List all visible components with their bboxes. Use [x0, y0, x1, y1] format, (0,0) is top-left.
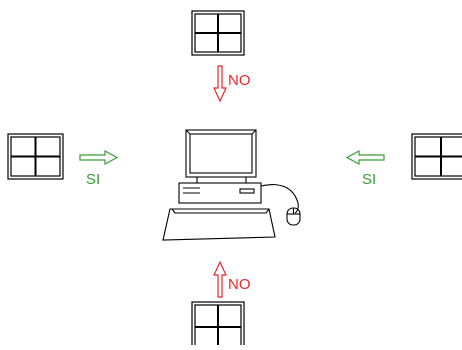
label-right-si: SI [362, 172, 376, 187]
window-right-icon [412, 134, 462, 179]
mouse-icon [287, 208, 300, 225]
keyboard-icon [163, 209, 275, 240]
arrow-left-right-icon [347, 151, 384, 164]
label-bottom-no: NO [228, 277, 251, 292]
cpu-case-icon [179, 183, 261, 203]
window-bottom-icon [192, 302, 244, 345]
label-left-si: SI [86, 172, 100, 187]
monitor-icon [186, 130, 256, 177]
arrow-right-left-icon [80, 151, 117, 164]
window-top-icon [192, 11, 244, 55]
label-top-no: NO [228, 73, 251, 88]
window-left-icon [8, 134, 63, 179]
arrow-down-top-icon [214, 66, 226, 101]
arrow-up-bottom-icon [214, 262, 226, 297]
computer-icon [163, 130, 300, 240]
